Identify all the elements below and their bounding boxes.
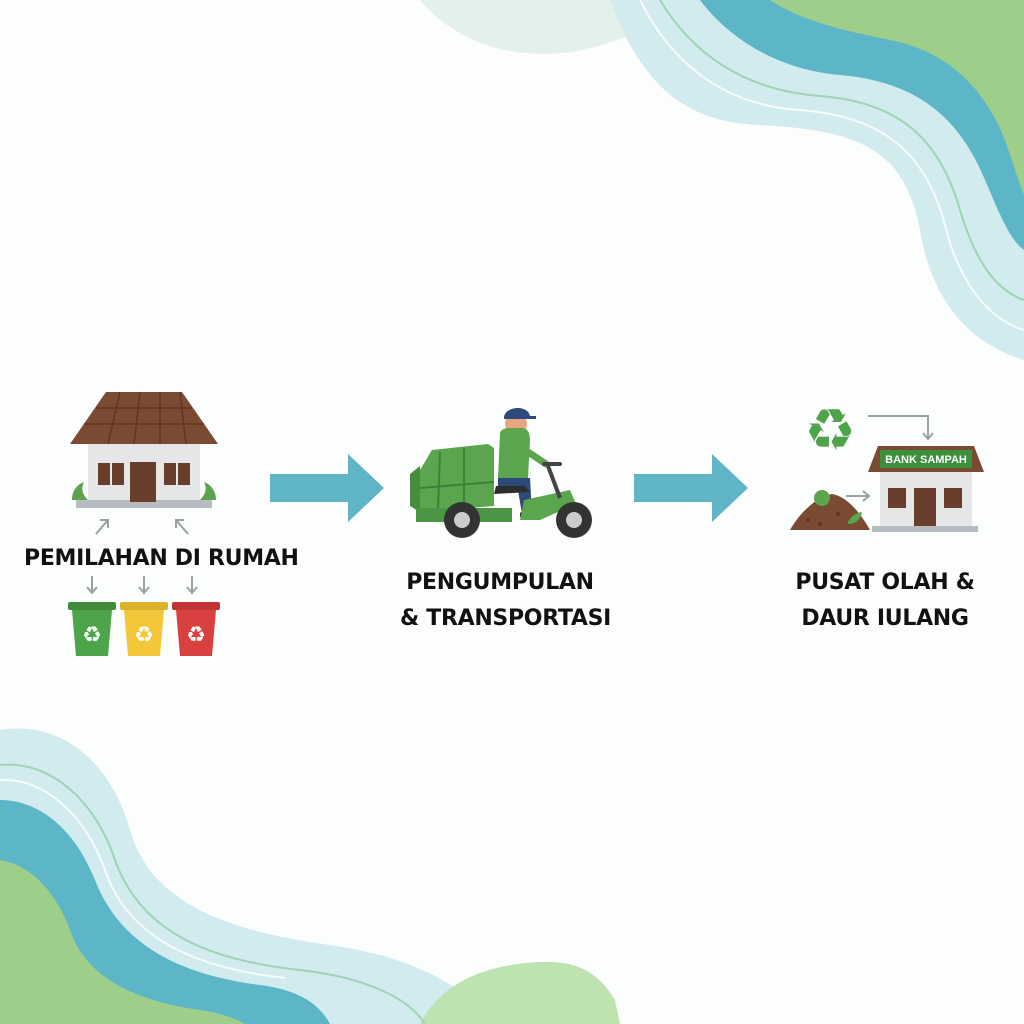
waste-bank-building-icon: BANK SAMPAH	[868, 446, 984, 532]
trash-bins-icon: ♻ ♻ ♻	[68, 602, 220, 656]
bin-red: ♻	[172, 602, 220, 656]
step-3-label-line1: PUSAT OLAH &	[795, 570, 975, 595]
compost-pile-icon	[790, 490, 870, 530]
bin-green: ♻	[68, 602, 116, 656]
step-1-label: PEMILAHAN DI RUMAH	[24, 541, 299, 577]
connector-arrow	[846, 415, 934, 502]
step-2-label-line1: PENGUMPULAN	[406, 570, 594, 595]
svg-text:♻: ♻	[134, 623, 154, 648]
downward-arrows	[86, 576, 198, 595]
svg-text:♻: ♻	[804, 396, 856, 464]
waste-bank-sign: BANK SAMPAH	[885, 454, 967, 466]
garbage-motorcycle-icon	[410, 407, 592, 538]
svg-text:♻: ♻	[186, 623, 206, 648]
upward-arrows	[95, 519, 189, 535]
step-1-label-text: PEMILAHAN DI RUMAH	[24, 546, 299, 571]
bin-yellow: ♻	[120, 602, 168, 656]
step-2-label: PENGUMPULAN & TRANSPORTASI	[400, 565, 612, 637]
recycle-icon: ♻	[804, 396, 856, 464]
step-2-label-line2: & TRANSPORTASI	[400, 606, 612, 631]
step-3-label-line2: DAUR IULANG	[801, 606, 969, 631]
flow-arrow-icon	[634, 454, 748, 522]
house-icon	[70, 391, 218, 508]
svg-text:♻: ♻	[82, 623, 102, 648]
flow-arrow-icon	[270, 454, 384, 522]
step-3-label: PUSAT OLAH & DAUR IULANG	[790, 565, 980, 637]
